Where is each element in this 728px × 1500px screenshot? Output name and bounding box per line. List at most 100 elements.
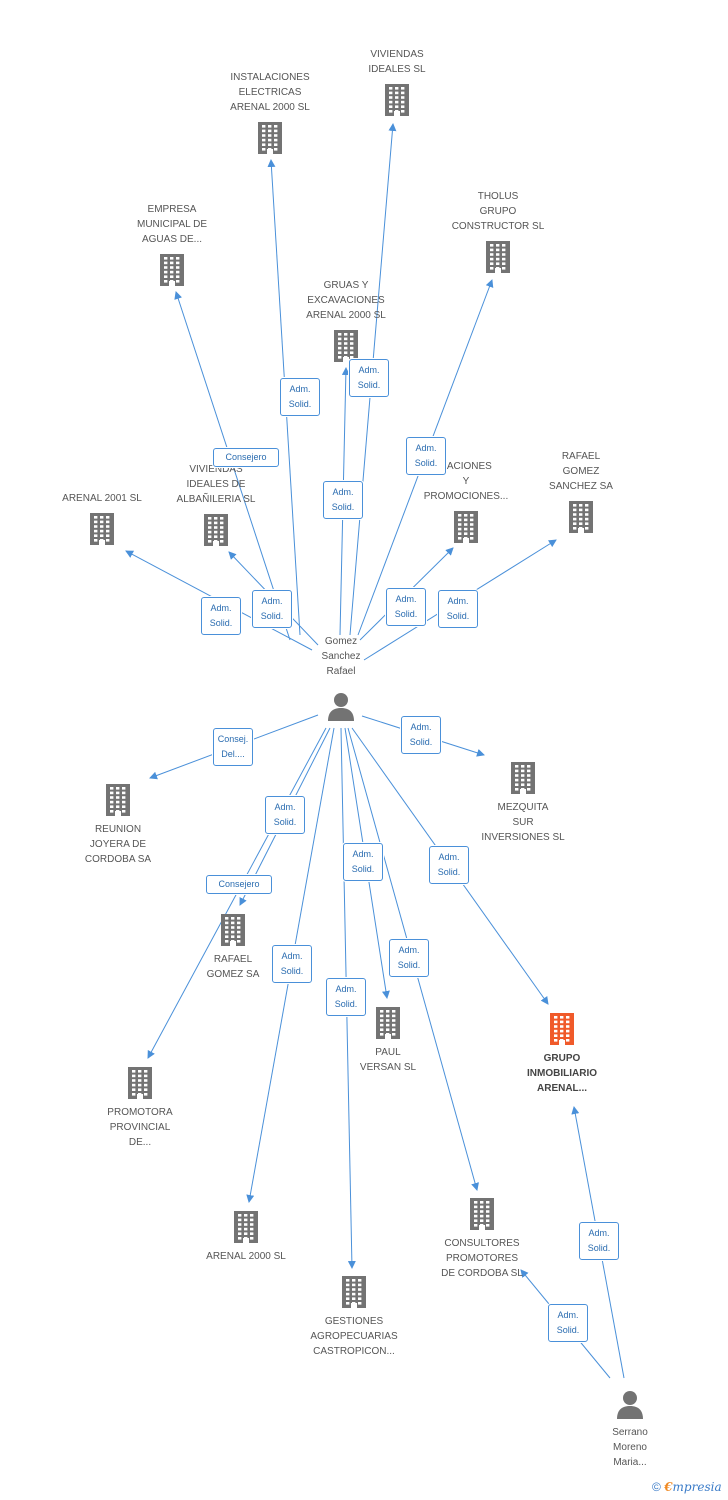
edge-label-adm-solid[interactable]: Adm.Solid. [438, 590, 478, 628]
brand-logo[interactable]: €mpresia [664, 1480, 721, 1494]
building-icon[interactable] [433, 240, 563, 274]
building-icon[interactable] [516, 500, 646, 534]
edge-label-adm-solid[interactable]: Adm.Solid. [323, 481, 363, 519]
edge-label-adm-solid[interactable]: Adm.Solid. [548, 1304, 588, 1342]
edge-label-adm-solid[interactable]: Adm.Solid. [265, 796, 305, 834]
building-icon[interactable] [37, 512, 167, 546]
edge-label-adm-solid[interactable]: Adm.Solid. [201, 597, 241, 635]
edge-label-line: Adm. [335, 984, 357, 994]
node-label-line: EACIONES [440, 461, 492, 472]
person-icon[interactable] [276, 691, 406, 721]
building-icon[interactable] [458, 761, 588, 795]
building-icon[interactable] [181, 1210, 311, 1244]
edge-label-adm-solid[interactable]: Adm.Solid. [326, 978, 366, 1016]
node-label-line: ALBAÑILERIA SL [176, 494, 256, 505]
edge-label-adm-solid[interactable]: Adm.Solid. [343, 843, 383, 881]
edge-label-adm-solid[interactable]: Adm.Solid. [280, 378, 320, 416]
edge-label-adm-solid[interactable]: Adm.Solid. [386, 588, 426, 626]
building-icon[interactable] [417, 1197, 547, 1231]
node-arenal-2001[interactable]: ARENAL 2001 SL [37, 491, 167, 546]
building-icon[interactable] [168, 913, 298, 947]
edge-label-line: Solid. [280, 966, 304, 976]
edge-label-consej-del[interactable]: Consej.Del.... [213, 728, 253, 766]
node-label-line: RAFAEL [561, 451, 601, 462]
building-icon[interactable] [401, 510, 531, 544]
building-icon[interactable] [332, 83, 462, 117]
edge-label-adm-solid[interactable]: Adm.Solid. [349, 359, 389, 397]
building-icon[interactable] [323, 1006, 453, 1040]
building-icon[interactable] [151, 513, 281, 547]
edge-label-adm-solid[interactable]: Adm.Solid. [389, 939, 429, 977]
node-label-line: MEZQUITA [497, 802, 549, 813]
node-label-line: PROMOTORES [445, 1253, 519, 1264]
node-label[interactable]: ARENAL 2001 SL [37, 491, 167, 506]
person-icon[interactable] [565, 1389, 695, 1419]
edge-label-line: Solid. [260, 611, 284, 621]
edge-label-adm-solid[interactable]: Adm.Solid. [401, 716, 441, 754]
building-icon[interactable] [53, 783, 183, 817]
edge-label-consejero[interactable]: Consejero [206, 875, 272, 894]
edge-label-adm-solid[interactable]: Adm.Solid. [272, 945, 312, 983]
edge-label-line: Adm. [438, 852, 460, 862]
edge-label-line: Adm. [557, 1310, 579, 1320]
edge-label-adm-solid[interactable]: Adm.Solid. [406, 437, 446, 475]
node-label-line: SANCHEZ SA [549, 481, 613, 492]
building-icon[interactable] [281, 329, 411, 363]
building-icon[interactable] [75, 1066, 205, 1100]
building-icon[interactable] [205, 121, 335, 155]
node-label-line: JOYERA DE [89, 839, 147, 850]
edge-label-adm-solid[interactable]: Adm.Solid. [252, 590, 292, 628]
edge-label-line: Solid. [288, 399, 312, 409]
node-label-line: INMOBILIARIO [527, 1068, 597, 1079]
node-arenal-2000[interactable]: ARENAL 2000 SL [181, 1210, 311, 1264]
edge-label-line: Consej. [217, 734, 249, 744]
edge-label-consejero[interactable]: Consejero [213, 448, 279, 467]
node-label[interactable]: ARENAL 2000 SL [181, 1249, 311, 1264]
edge-label-line: Adm. [358, 365, 380, 375]
edge-label-adm-solid[interactable]: Adm.Solid. [579, 1222, 619, 1260]
building-icon[interactable] [289, 1275, 419, 1309]
node-label-line: EXCAVACIONES [307, 295, 385, 306]
building-icon[interactable] [107, 253, 237, 287]
node-label-line: GRUPO [543, 1053, 581, 1064]
edge-label-adm-solid[interactable]: Adm.Solid. [429, 846, 469, 884]
edge-label-line: Solid. [209, 618, 233, 628]
building-icon[interactable] [497, 1012, 627, 1046]
